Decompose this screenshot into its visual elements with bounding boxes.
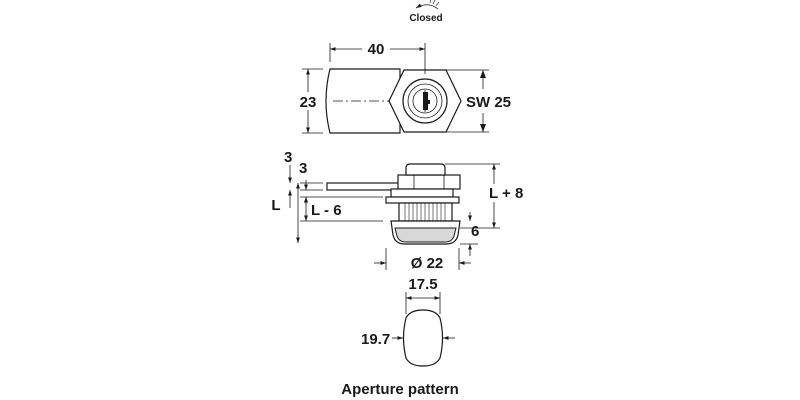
height-label: 23 xyxy=(300,94,317,111)
head-height-label: 6 xyxy=(471,223,479,240)
key-cap xyxy=(405,163,446,176)
cam-thickness-lower-label: 3 xyxy=(299,160,307,177)
side-view: 3 3 L L - 6 L + 8 6 Ø 22 xyxy=(268,149,527,272)
width-label: 40 xyxy=(368,41,385,58)
aperture-caption: Aperture pattern xyxy=(341,381,459,398)
top-view: 40 23 SW 25 xyxy=(296,40,511,134)
closed-label: Closed xyxy=(409,13,442,24)
hex-size-label: SW 25 xyxy=(466,94,511,111)
flange xyxy=(385,196,460,204)
threads xyxy=(404,203,446,221)
body-length-label: L - 6 xyxy=(311,202,342,219)
upper-length-label: L + 8 xyxy=(489,185,523,202)
aperture-width-label: 17.5 xyxy=(408,276,437,293)
top-nut xyxy=(397,174,461,190)
overall-length-label: L xyxy=(271,197,280,214)
aperture-view: 17.5 19.7 Aperture pattern xyxy=(341,276,459,398)
threaded-body xyxy=(398,202,453,222)
rotation-arrow-icon xyxy=(415,3,439,10)
body-shoulder xyxy=(390,188,454,198)
cam-plate-side xyxy=(326,182,401,191)
aperture-height-label: 19.7 xyxy=(361,331,390,348)
aperture-outline xyxy=(402,309,444,367)
cam-thickness-upper-label: 3 xyxy=(284,149,292,166)
cam-plate-top xyxy=(325,68,401,134)
cylinder-ring xyxy=(407,83,443,119)
rotation-indicator: Closed xyxy=(409,0,443,24)
head-diameter-label: Ø 22 xyxy=(411,255,444,272)
cylinder-core xyxy=(412,88,438,114)
